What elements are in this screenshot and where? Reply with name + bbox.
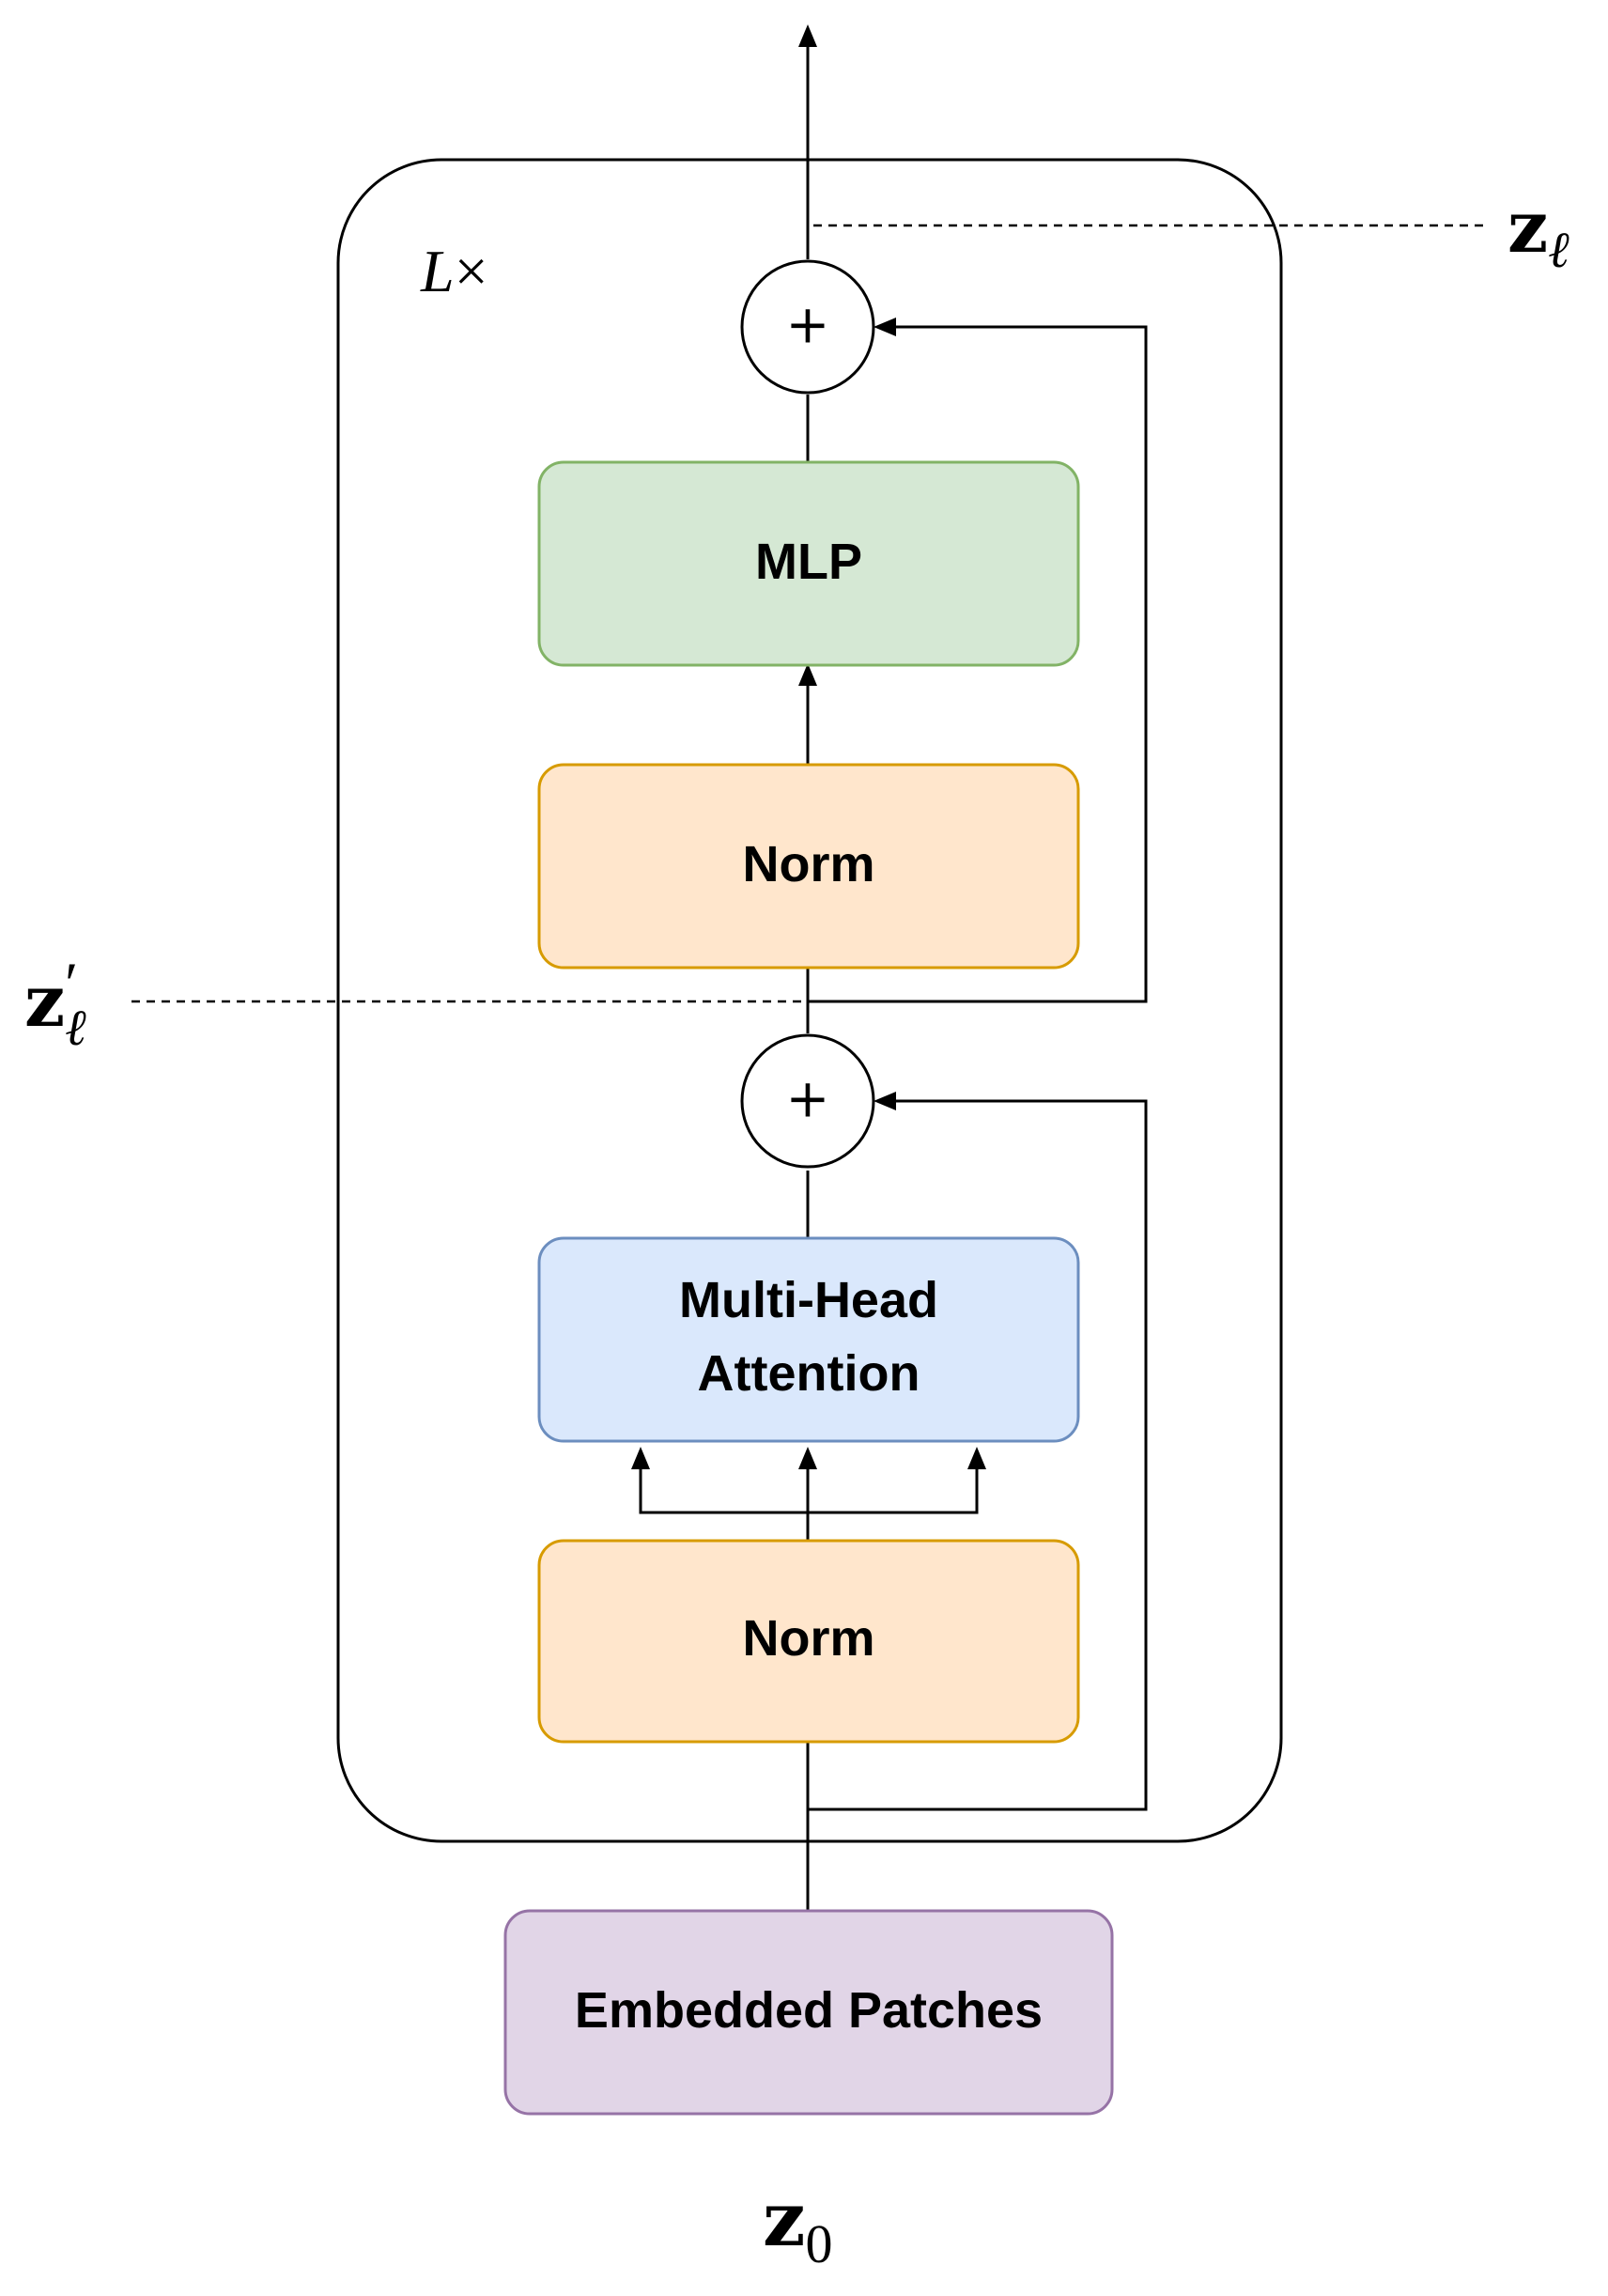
residual-connection-top bbox=[808, 325, 1148, 1003]
mlp-block: MLP bbox=[537, 460, 1080, 667]
adder-top: + bbox=[740, 259, 875, 395]
attention-right-arrowhead bbox=[967, 1447, 986, 1469]
norm-top-label: Norm bbox=[742, 836, 874, 892]
attention-label-line2: Attention bbox=[698, 1345, 920, 1402]
mlp-arrowhead bbox=[798, 663, 817, 686]
residual-connection-bottom bbox=[808, 1099, 1148, 1811]
attention-label-line1: Multi-Head bbox=[679, 1272, 938, 1328]
plus-icon: + bbox=[786, 295, 830, 356]
output-arrowhead bbox=[798, 24, 817, 47]
repeat-label: L× bbox=[420, 238, 488, 304]
plus-icon: + bbox=[786, 1069, 830, 1130]
intermediate-label: z′ℓ bbox=[24, 950, 86, 1056]
encoder-block-container bbox=[336, 158, 1283, 1843]
output-label: zℓ bbox=[1508, 185, 1569, 278]
embedded-patches-label: Embedded Patches bbox=[575, 1982, 1043, 2039]
norm-bottom-block: Norm bbox=[537, 1539, 1080, 1744]
attention-center-arrowhead bbox=[798, 1447, 817, 1469]
norm-bottom-label: Norm bbox=[742, 1610, 874, 1667]
embedded-patches-block: Embedded Patches bbox=[503, 1909, 1114, 2116]
norm-top-block: Norm bbox=[537, 763, 1080, 970]
residual-bottom-arrowhead bbox=[874, 1092, 896, 1110]
attention-block: Multi-Head Attention bbox=[537, 1236, 1080, 1443]
residual-top-arrowhead bbox=[874, 318, 896, 336]
adder-bottom: + bbox=[740, 1033, 875, 1169]
input-label: z0 bbox=[763, 2175, 832, 2274]
mlp-label: MLP bbox=[755, 534, 862, 590]
attention-left-arrowhead bbox=[631, 1447, 650, 1469]
